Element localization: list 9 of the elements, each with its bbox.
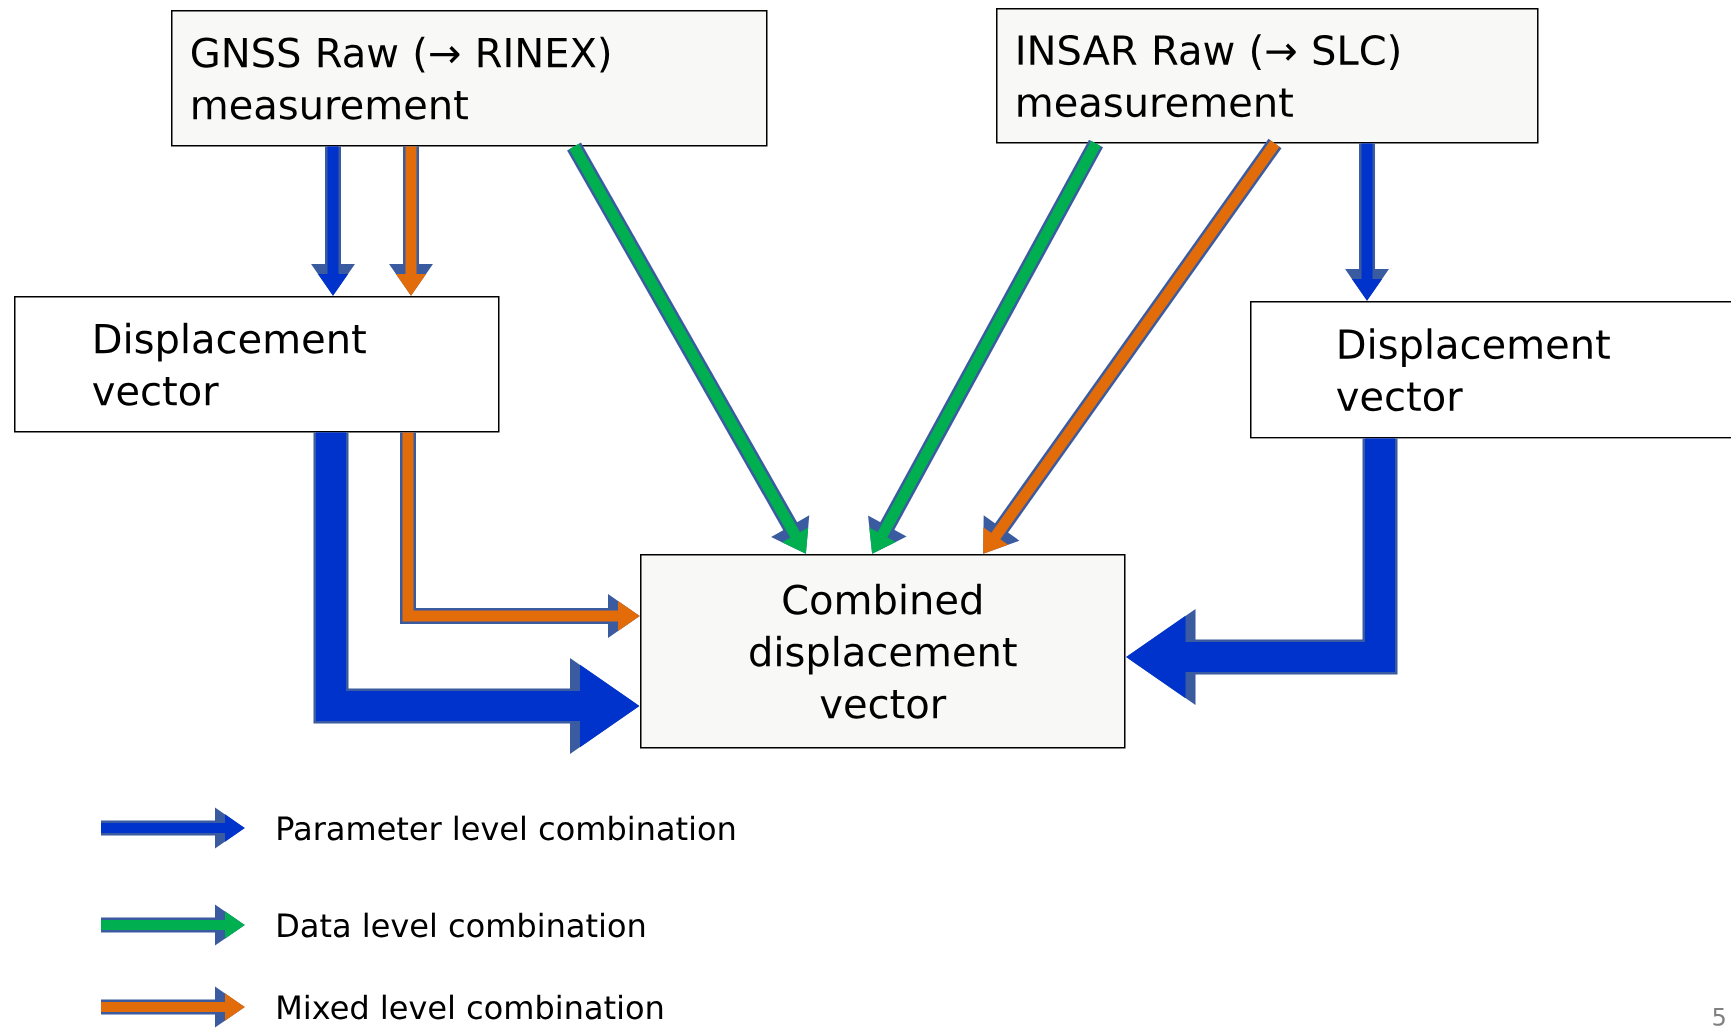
legend-text: Mixed level combination bbox=[278, 994, 663, 1020]
text-box: Displacement vector bbox=[14, 296, 500, 433]
text-box: GNSS Raw (→ RINEX) measurement bbox=[171, 10, 768, 147]
legend-text: Data level combination bbox=[278, 912, 645, 938]
text-box: Combined displacement vector bbox=[640, 554, 1126, 749]
text-box: Displacement vector bbox=[1250, 301, 1731, 439]
page-number: 5 bbox=[1713, 1008, 1725, 1026]
text-box: INSAR Raw (→ SLC) measurement bbox=[996, 8, 1539, 144]
legend-text: Parameter level combination bbox=[278, 815, 735, 841]
